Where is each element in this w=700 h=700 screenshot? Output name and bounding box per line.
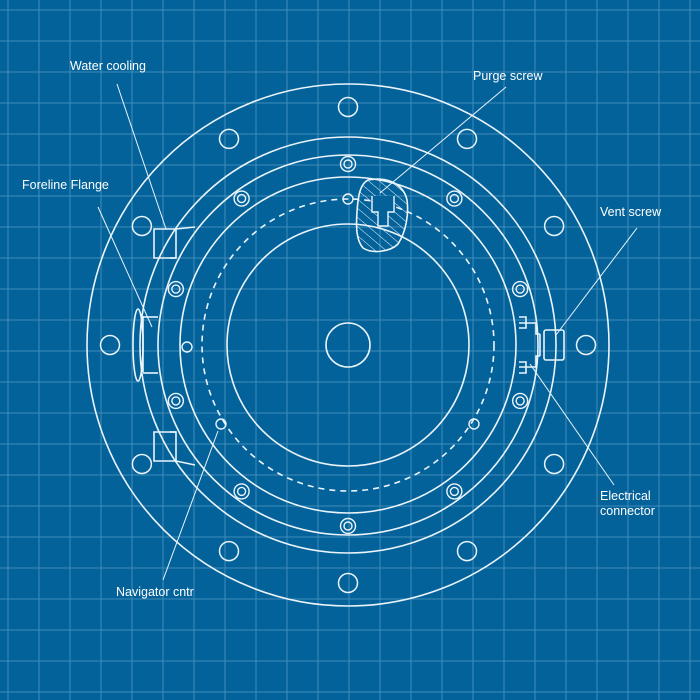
bolt-hole	[543, 453, 565, 475]
counterbore-hole	[339, 155, 357, 173]
purge-screw-section	[355, 178, 409, 253]
outer-bolt-holes	[99, 96, 597, 594]
counterbore-hole-inner	[343, 159, 353, 169]
counterbore-hole-inner	[236, 193, 247, 204]
leader-lines	[97, 83, 638, 581]
outer-flange-ring	[86, 83, 610, 607]
bolt-hole	[456, 128, 478, 150]
counterbore-hole	[446, 483, 463, 500]
water-cooling-ports	[153, 226, 196, 466]
label-foreline-flange: Foreline Flange	[22, 178, 109, 192]
bolt-hole	[218, 540, 240, 562]
navigator-hole	[181, 341, 193, 353]
concentric-rings	[86, 83, 610, 607]
counterbore-hole-inner	[515, 396, 525, 406]
leader-water-cooling	[116, 83, 167, 230]
leader-navigator-cntr	[162, 430, 219, 581]
counterbore-hole-inner	[343, 521, 353, 531]
electrical-connector	[519, 361, 527, 374]
vent-screw	[543, 329, 565, 361]
inner-ring	[226, 223, 470, 467]
label-navigator-cntr: Navigator cntr	[116, 585, 194, 599]
counterbore-hole-inner	[236, 486, 247, 497]
counterbore-hole	[167, 280, 185, 298]
navigator-hole	[342, 193, 354, 205]
bolt-hole	[99, 334, 121, 356]
foreline-flange	[132, 308, 158, 382]
label-vent-screw: Vent screw	[600, 205, 662, 219]
label-purge-screw: Purge screw	[473, 69, 543, 83]
label-electrical-connector: Electrical connector	[600, 489, 655, 518]
leader-foreline-flange	[97, 206, 153, 328]
counterbore-hole	[233, 483, 250, 500]
bolt-hole	[131, 453, 153, 475]
center-bore	[325, 322, 371, 368]
counterbore-hole-inner	[449, 193, 460, 204]
label-water-cooling: Water cooling	[70, 59, 146, 73]
bolt-hole	[337, 96, 359, 118]
counterbore-hole	[339, 517, 357, 535]
bolt-hole	[131, 215, 153, 237]
vent-screw-assembly	[519, 316, 565, 374]
navigator-ring	[201, 198, 495, 492]
navigator-hole	[468, 418, 480, 430]
leader-vent-screw	[555, 227, 638, 336]
counterbore-hole	[511, 280, 529, 298]
bolt-hole	[337, 572, 359, 594]
counterbore-hole	[446, 190, 463, 207]
counterbore-hole	[233, 190, 250, 207]
counterbore-hole-inner	[515, 284, 525, 294]
electrical-connector-top	[519, 316, 527, 329]
leader-electrical-connector	[529, 363, 615, 486]
bolt-hole	[575, 334, 597, 356]
bolt-hole	[218, 128, 240, 150]
navigator-hole	[215, 418, 227, 430]
navigator-holes	[181, 193, 480, 430]
counterbore-hole-inner	[171, 396, 181, 406]
counterbore-hole-inner	[171, 284, 181, 294]
bolt-circle-ring	[139, 136, 557, 554]
counterbored-holes	[167, 155, 529, 535]
counterbore-hole-inner	[449, 486, 460, 497]
housing-outer-ring	[157, 154, 539, 536]
bolt-hole	[456, 540, 478, 562]
counterbore-hole	[511, 392, 529, 410]
counterbore-hole	[167, 392, 185, 410]
leader-purge-screw	[379, 86, 507, 194]
housing-inner-ring	[179, 176, 517, 514]
bolt-hole	[543, 215, 565, 237]
